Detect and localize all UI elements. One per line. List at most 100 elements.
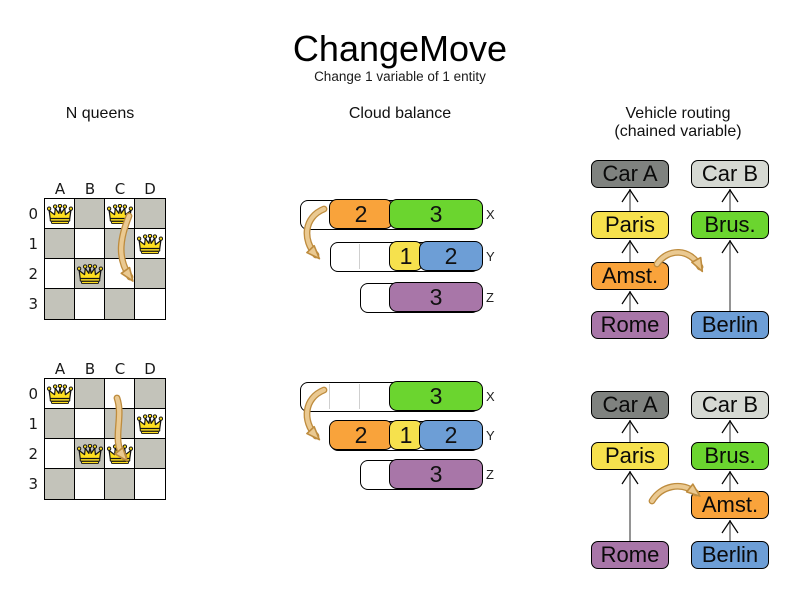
board-cell	[134, 258, 165, 289]
vr-node-cara: Car A	[591, 391, 669, 419]
board-cell	[134, 198, 165, 229]
computer-label: Y	[486, 249, 495, 264]
board-row-label: 1	[28, 415, 38, 433]
computer-label: Z	[486, 467, 494, 482]
arrow-up-chevron	[721, 470, 739, 485]
vr-node-berlin: Berlin	[691, 541, 769, 569]
board-cell	[134, 288, 165, 319]
vr-node-cara: Car A	[591, 160, 669, 188]
arrow-up-chevron	[721, 239, 739, 254]
queen-icon	[76, 443, 104, 470]
board-cell	[44, 288, 75, 319]
computer-label: X	[486, 389, 495, 404]
vr-node-rome: Rome	[591, 311, 669, 339]
crown-glyph	[106, 203, 134, 224]
arrow-up-chevron	[621, 419, 639, 434]
process-segment: 3	[389, 459, 483, 490]
crown-glyph	[46, 203, 74, 224]
queen-icon	[136, 413, 164, 440]
board-column-label: C	[114, 360, 126, 378]
board-cell	[104, 288, 135, 319]
board-row-label: 3	[28, 295, 38, 313]
vr-node-paris: Paris	[591, 211, 669, 239]
crown-glyph	[136, 413, 164, 434]
board-row-label: 2	[28, 445, 38, 463]
board-cell	[74, 408, 105, 439]
computer-label: Y	[486, 428, 495, 443]
vr-node-brus: Brus.	[691, 211, 769, 239]
board-column-label: B	[84, 180, 96, 198]
vr-node-amst: Amst.	[591, 262, 669, 290]
board-row-label: 3	[28, 475, 38, 493]
arrow-up-chevron	[621, 290, 639, 305]
capacity-divider	[359, 244, 361, 269]
vr-node-berlin: Berlin	[691, 311, 769, 339]
board-cell	[44, 468, 75, 499]
vr-node-rome: Rome	[591, 541, 669, 569]
board-column-label: A	[54, 360, 66, 378]
queen-icon	[46, 383, 74, 410]
board-cell	[104, 468, 135, 499]
arrow-up-chevron	[621, 239, 639, 254]
crown-glyph	[76, 443, 104, 464]
process-segment: 2	[329, 420, 393, 451]
cloud-balance-header: Cloud balance	[348, 105, 452, 122]
board-cell	[44, 258, 75, 289]
board-cell	[104, 228, 135, 259]
vr-node-amst: Amst.	[691, 491, 769, 519]
board-column-label: C	[114, 180, 126, 198]
process-segment: 3	[389, 282, 483, 313]
board-cell	[44, 228, 75, 259]
queen-icon	[76, 263, 104, 290]
board-cell	[74, 228, 105, 259]
vehicle-routing-subheader: (chained variable)	[614, 123, 742, 140]
process-segment: 1	[389, 241, 423, 272]
board-cell	[44, 438, 75, 469]
process-segment: 1	[389, 420, 423, 451]
board-row-label: 2	[28, 265, 38, 283]
queen-icon	[46, 203, 74, 230]
board-column-label: D	[144, 360, 156, 378]
board-cell	[74, 468, 105, 499]
cloud-computer-row: 3	[360, 459, 483, 490]
computer-label: Z	[486, 290, 494, 305]
move-arrow	[648, 482, 701, 505]
process-segment: 3	[389, 381, 483, 412]
process-segment: 2	[419, 241, 483, 272]
vr-node-brus: Brus.	[691, 442, 769, 470]
board-cell	[74, 198, 105, 229]
crown-glyph	[46, 383, 74, 404]
nqueens-header: N queens	[65, 105, 135, 122]
queen-icon	[136, 233, 164, 260]
arrow-up-chevron	[721, 188, 739, 203]
board-cell	[104, 258, 135, 289]
computer-label: X	[486, 207, 495, 222]
board-cell	[74, 288, 105, 319]
arrow-up-chevron	[721, 519, 739, 534]
board-cell	[134, 438, 165, 469]
board-cell	[104, 408, 135, 439]
process-segment: 2	[329, 199, 393, 230]
board-row-label: 0	[28, 385, 38, 403]
board-column-label: D	[144, 180, 156, 198]
board-cell	[74, 378, 105, 409]
arrow-up-chevron	[621, 470, 639, 485]
arrow-up-chevron	[621, 188, 639, 203]
board-cell	[104, 378, 135, 409]
board-column-label: B	[84, 360, 96, 378]
crown-glyph	[106, 443, 134, 464]
page-title: ChangeMove	[292, 28, 508, 69]
process-segment: 2	[419, 420, 483, 451]
vr-node-paris: Paris	[591, 442, 669, 470]
board-cell	[134, 378, 165, 409]
vr-node-carb: Car B	[691, 391, 769, 419]
page-subtitle: Change 1 variable of 1 entity	[314, 69, 486, 84]
process-segment: 3	[389, 199, 483, 230]
board-cell	[134, 468, 165, 499]
crown-glyph	[136, 233, 164, 254]
capacity-divider	[359, 384, 361, 409]
